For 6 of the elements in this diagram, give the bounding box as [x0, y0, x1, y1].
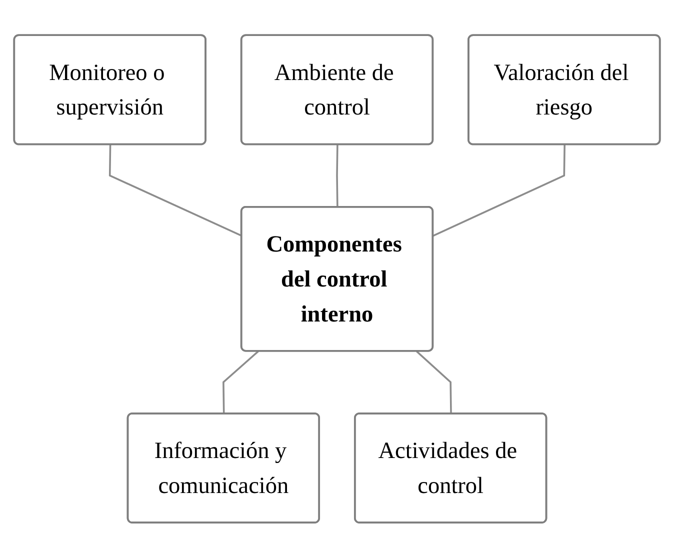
rounded-box: Ambiente de control [240, 34, 434, 146]
rounded-box: Información y comunicación [126, 412, 320, 524]
rounded-box: Monitoreo o supervisión [12, 34, 206, 146]
rounded-box: Actividades de control [354, 412, 547, 524]
rounded-box: Componentes del control interno [240, 206, 434, 352]
rounded-box: Valoración del riesgo [467, 34, 660, 146]
